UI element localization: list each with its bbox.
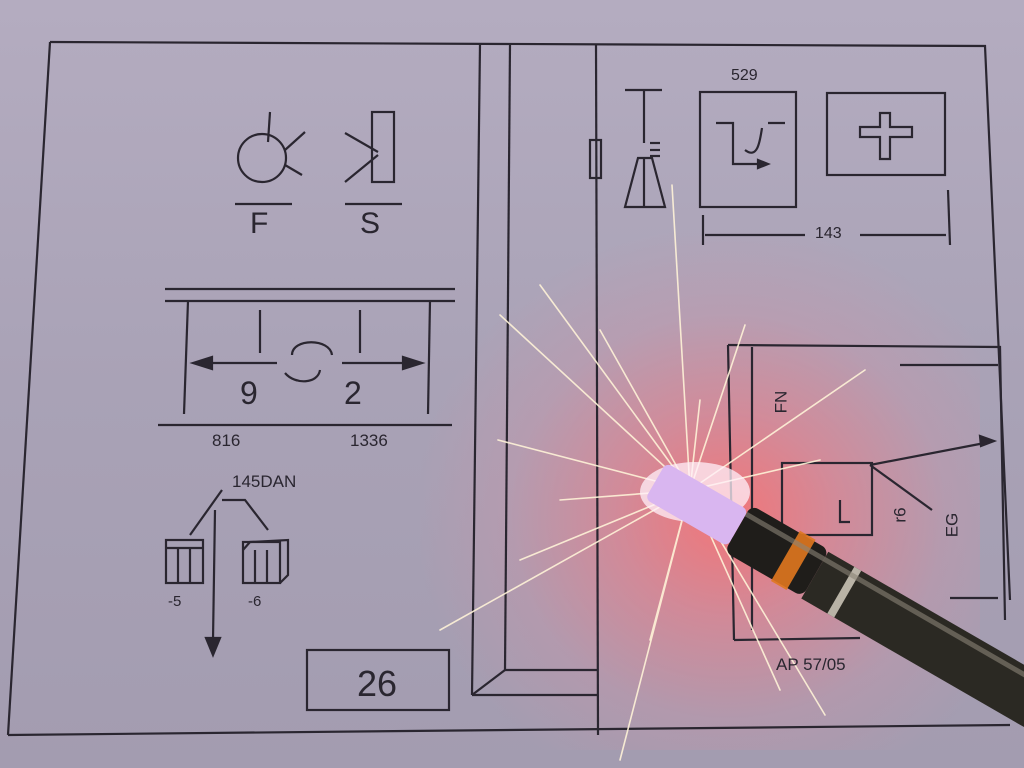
load-label: 145DAN — [232, 472, 297, 491]
fn-label: FN — [771, 390, 791, 414]
laser-pen — [647, 464, 1024, 729]
right-measure: 1336 — [350, 431, 388, 450]
reference-label: AP 57/05 — [776, 655, 846, 674]
right-weight-label: -6 — [248, 593, 262, 610]
symbol-f-label: F — [250, 207, 269, 240]
box-value: 26 — [357, 663, 398, 704]
top-dimension-label: 143 — [815, 225, 842, 242]
r6-label: r6 — [890, 507, 910, 523]
dimension-right-value: 2 — [344, 375, 362, 411]
top-box-label: 529 — [731, 67, 758, 84]
eg-label: EG — [942, 512, 962, 538]
dimension-left-value: 9 — [240, 375, 258, 411]
symbol-s-label: S — [360, 207, 381, 240]
left-weight-label: -5 — [168, 593, 182, 610]
left-measure: 816 — [212, 431, 241, 450]
